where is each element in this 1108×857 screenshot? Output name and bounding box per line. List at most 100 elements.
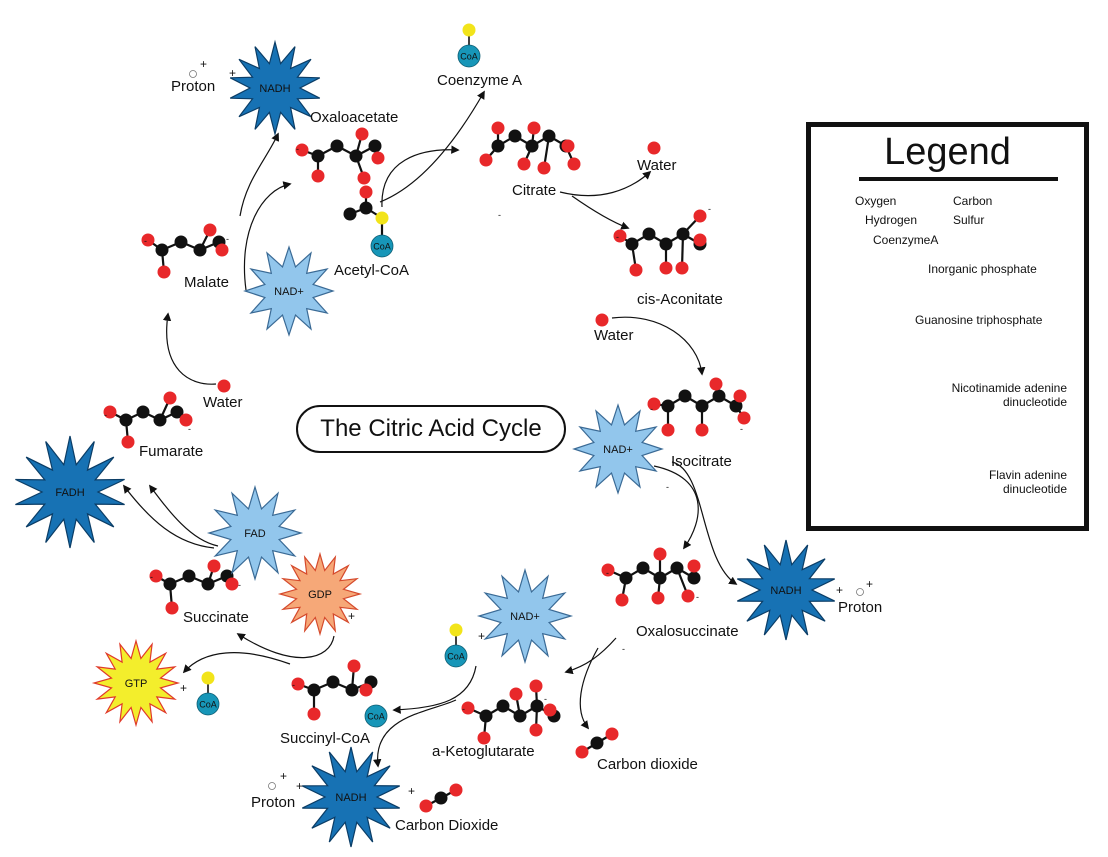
legend-sulfur-label: Sulfur xyxy=(953,213,985,227)
minus-sign: - xyxy=(150,572,153,582)
oxygen-atom xyxy=(225,577,239,591)
sulfur-atom xyxy=(375,211,389,225)
carbon-atom xyxy=(636,561,650,575)
oxygen-atom xyxy=(687,559,701,573)
coa-text: CoA xyxy=(460,52,478,62)
water-label-3: Water xyxy=(203,394,243,411)
minus-sign: - xyxy=(544,694,547,704)
oxygen-atom xyxy=(659,261,673,275)
charge-signs: ++++++++++------------------- xyxy=(104,57,873,798)
oxygen-atom xyxy=(737,411,751,425)
oxygen-atom xyxy=(675,261,689,275)
oxygen-atom xyxy=(355,127,369,141)
legend-panel: Legend Oxygen Carbon Hydrogen Sulfur Coe… xyxy=(806,122,1089,531)
fad-badge: FAD xyxy=(206,484,304,582)
fad-badge-shape xyxy=(206,484,304,582)
gtp-badge-text: GTP xyxy=(125,678,148,690)
carbon-atom xyxy=(659,237,673,251)
oxygen-atom xyxy=(141,233,155,247)
nad-plus-badge-ketoglutarate-shape xyxy=(476,567,574,665)
coa-text: CoA xyxy=(367,712,385,722)
coa-icon xyxy=(457,44,481,68)
legend-divider xyxy=(859,177,1058,181)
legend-hydrogen-label: Hydrogen xyxy=(865,213,918,227)
carbon-dioxide-label-upper: Carbon Dioxide xyxy=(395,817,499,834)
carbon-atom xyxy=(661,399,675,413)
carbon-atom xyxy=(479,709,493,723)
nadh-badge-right-text: NADH xyxy=(770,585,801,597)
nad-plus-badge-ketoglutarate-text: NAD+ xyxy=(510,611,540,623)
water-label-2: Water xyxy=(594,327,634,344)
isocitrate-structure xyxy=(647,377,751,437)
carbon-atom xyxy=(170,405,184,419)
arrow-aconitate-to-isocitrate xyxy=(611,316,706,376)
released-coa-structure: CoA xyxy=(196,671,220,716)
arrow-isocitrate-to-oxalosuccinate xyxy=(653,465,699,550)
arrow-malate-to-oxaloacetate xyxy=(243,181,292,291)
hydrogen-atom xyxy=(268,782,276,790)
plus-sign: + xyxy=(229,66,236,80)
legend-fadh-description: Flavin adenine dinucleotide xyxy=(988,468,1067,497)
carbon-atom xyxy=(678,389,692,403)
oxygen-atom xyxy=(601,563,615,577)
carbon-atom xyxy=(359,201,373,215)
oxygen-atom xyxy=(605,727,619,741)
oxygen-atom xyxy=(575,745,589,759)
oxaloacetate-label: Oxaloacetate xyxy=(310,109,399,126)
carbon-atom xyxy=(153,413,167,427)
minus-sign: - xyxy=(144,236,147,246)
nadh-badge-right-shape xyxy=(737,539,835,641)
plus-sign: + xyxy=(836,583,843,597)
oxygen-atom xyxy=(527,121,541,135)
sulfur-atom xyxy=(201,671,215,685)
gtp-badge-shape xyxy=(91,638,181,728)
plus-sign: + xyxy=(280,769,287,783)
gtp-badge: GTP xyxy=(91,638,181,728)
oxygen-atom xyxy=(681,589,695,603)
carbon-atom xyxy=(311,149,325,163)
carbon-dioxide-lower-structure xyxy=(575,727,619,759)
oxygen-atom xyxy=(709,377,723,391)
oxygen-atom xyxy=(693,233,707,247)
oxygen-atom xyxy=(733,389,747,403)
proton-label-right: Proton xyxy=(838,599,883,616)
arrow-succinate-gtp xyxy=(182,652,291,674)
acetyl-coa-structure: CoA xyxy=(343,185,394,258)
water-label-1: Water xyxy=(637,157,677,174)
plus-sign: + xyxy=(200,57,207,71)
oxygen-atom xyxy=(357,171,371,185)
oxygen-atom xyxy=(543,703,557,717)
carbon-atom xyxy=(201,577,215,591)
coa-icon xyxy=(364,704,388,728)
plus-sign: + xyxy=(348,609,355,623)
carbon-atom xyxy=(491,139,505,153)
carbon-atom xyxy=(653,571,667,585)
minus-sign: - xyxy=(696,592,699,602)
carbon-atom xyxy=(307,683,321,697)
oxygen-atom xyxy=(509,687,523,701)
carbon-dioxide-upper-structure xyxy=(419,783,463,813)
carbon-atom xyxy=(119,413,133,427)
fadh-badge-text: FADH xyxy=(55,487,84,499)
coa-text: CoA xyxy=(199,700,217,710)
plus-sign: + xyxy=(478,629,485,643)
minus-sign: - xyxy=(740,424,743,434)
oxygen-atom xyxy=(561,139,575,153)
gdp-badge: GDP xyxy=(277,551,363,637)
oxygen-atom xyxy=(537,161,551,175)
minus-sign: - xyxy=(650,404,653,414)
legend-title: Legend xyxy=(884,131,1011,173)
proton-label-top: Proton xyxy=(171,78,216,95)
cis-aconitate-structure xyxy=(613,209,707,277)
nad-plus-badge-isocitrate-text: NAD+ xyxy=(603,444,633,456)
arrow-citrate-water xyxy=(559,170,652,197)
oxygen-atom xyxy=(179,413,193,427)
arrow-citrate-to-aconitate xyxy=(571,195,630,230)
oxygen-atom xyxy=(449,783,463,797)
oxygen-atom xyxy=(567,157,581,171)
nadh-badge-top-text: NADH xyxy=(259,83,290,95)
carbon-atom xyxy=(695,399,709,413)
minus-sign: - xyxy=(708,204,711,214)
succinyl-coa-coa-group: CoA xyxy=(364,704,388,728)
oxygen-atom xyxy=(307,707,321,721)
